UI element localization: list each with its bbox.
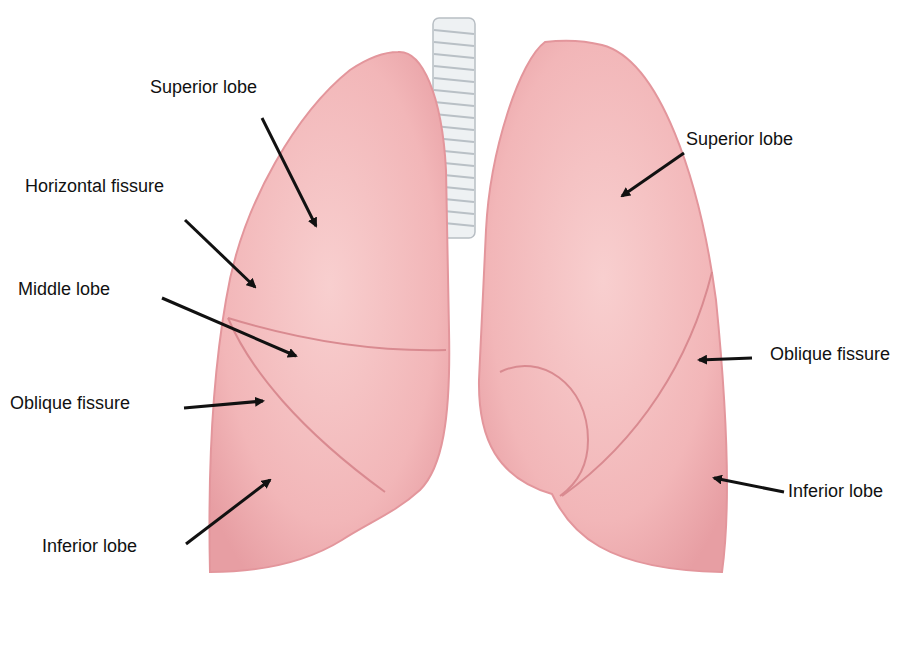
- right-lung: [210, 52, 450, 572]
- leader-arrows: [162, 118, 784, 544]
- part-label: Inferior lobe: [788, 482, 883, 502]
- part-label: Superior lobe: [150, 78, 257, 98]
- part-label: Oblique fissure: [770, 345, 890, 365]
- part-label: Superior lobe: [686, 130, 793, 150]
- part-label: Middle lobe: [18, 280, 110, 300]
- part-label: Horizontal fissure: [25, 177, 164, 197]
- part-label: Oblique fissure: [10, 394, 130, 414]
- left-lung: [479, 41, 727, 572]
- part-label: Inferior lobe: [42, 537, 137, 557]
